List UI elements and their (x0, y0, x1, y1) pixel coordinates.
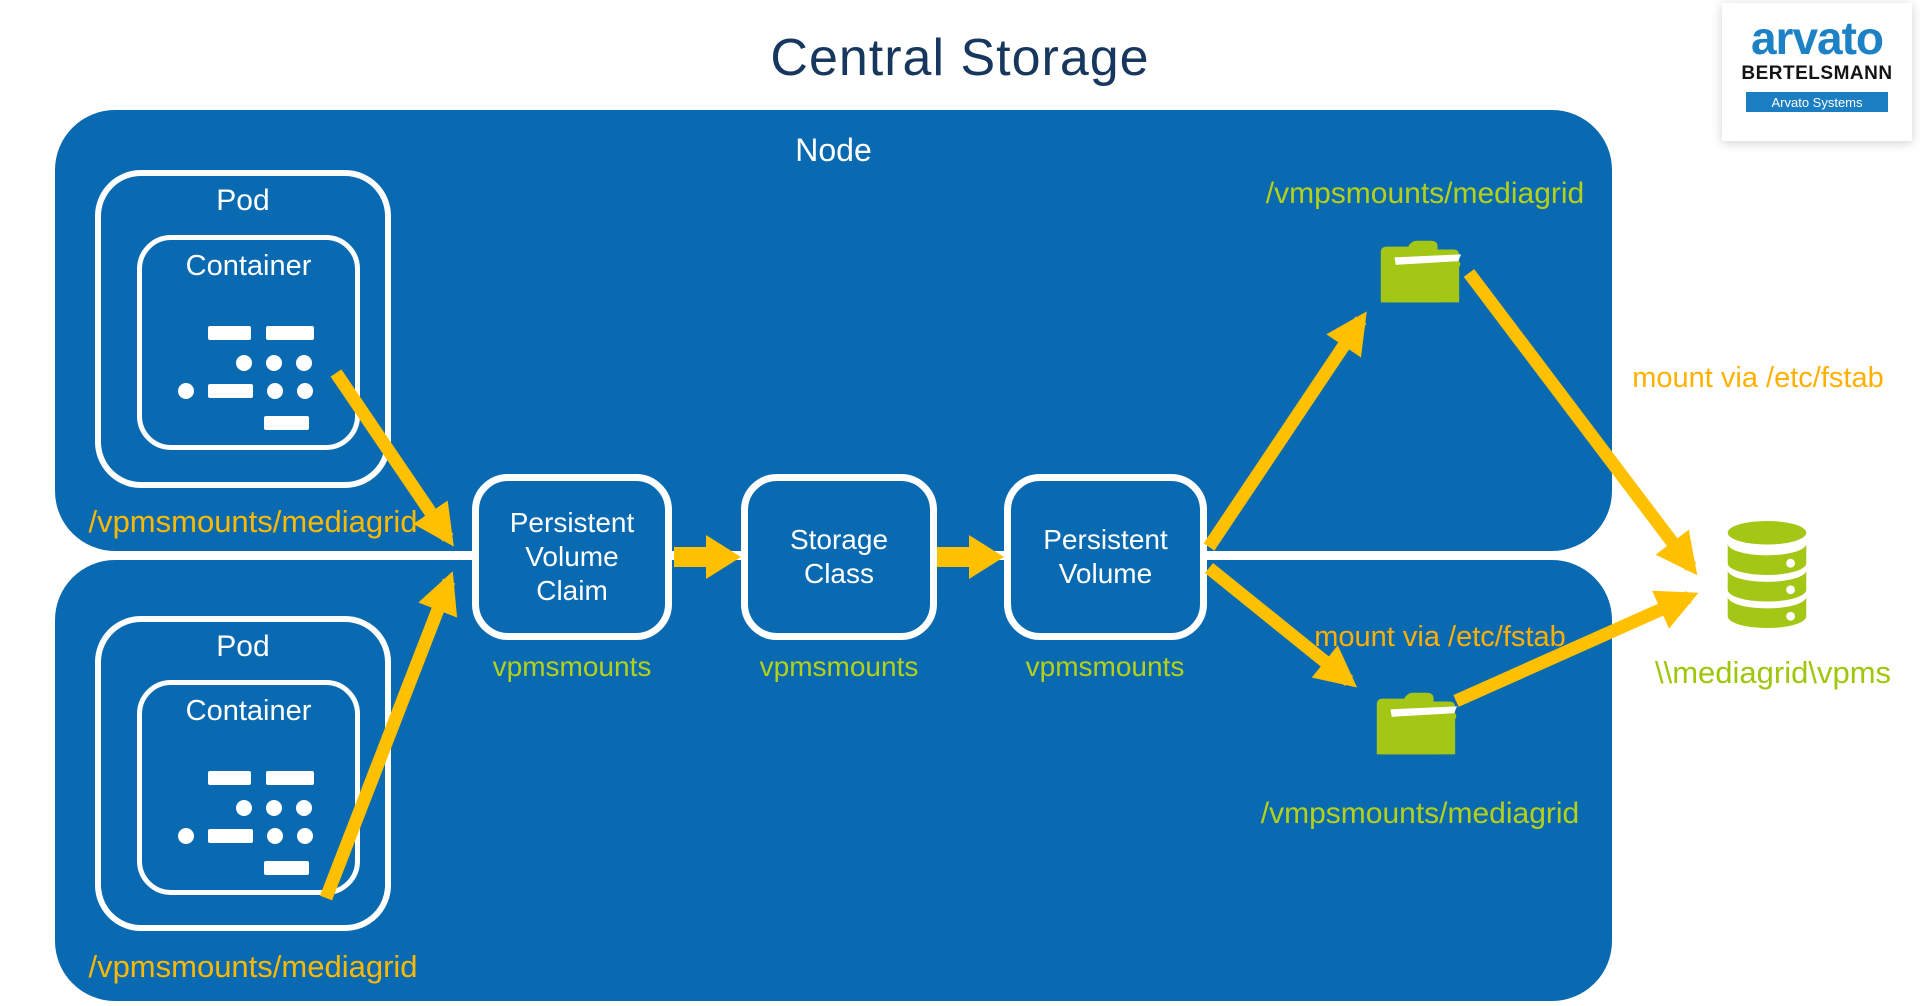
page-title: Central Storage (770, 29, 1150, 87)
container-bottom-label: Container (185, 695, 312, 727)
container-top: Container (137, 235, 360, 450)
pod-bottom-mount-path: /vpmsmounts/mediagrid (88, 949, 418, 984)
top-fstab-label: mount via /etc/fstab (1632, 362, 1884, 394)
arvato-wordmark: arvato (1750, 12, 1884, 64)
bottom-folder-mount-path: /vmpsmounts/mediagrid (1260, 797, 1580, 830)
storage-class-name: vpmsmounts (759, 651, 919, 682)
arvato-systems-label: Arvato Systems (1771, 94, 1863, 110)
arvato-systems-bar: Arvato Systems (1746, 92, 1888, 112)
pod-top-label: Pod (216, 184, 270, 217)
container-code-icon (178, 326, 314, 430)
folder-icon (1376, 692, 1458, 755)
bottom-fstab-label: mount via /etc/fstab (1314, 621, 1566, 653)
storage-share-path: \\mediagrid\vpms (1654, 655, 1892, 690)
pod-bottom-label: Pod (216, 630, 270, 663)
pvc-volume-name: vpmsmounts (492, 651, 652, 682)
pv-volume-name: vpmsmounts (1025, 651, 1185, 682)
database-icon (1727, 520, 1807, 629)
persistent-volume-claim-box: Persistent Volume Claim (472, 474, 672, 640)
storage-class-box: Storage Class (741, 474, 937, 640)
persistent-volume-box: Persistent Volume (1004, 474, 1207, 640)
top-folder-mount-path: /vmpsmounts/mediagrid (1265, 177, 1585, 210)
pod-top: Pod (95, 170, 391, 488)
pod-top-mount-path: /vpmsmounts/mediagrid (88, 504, 418, 539)
container-top-label: Container (185, 250, 312, 282)
folder-icon (1380, 240, 1462, 303)
container-code-icon (178, 771, 314, 875)
arvato-logo: arvato BERTELSMANN Arvato Systems (1722, 3, 1912, 141)
node-label: Node (795, 132, 872, 168)
bertelsmann-wordmark: BERTELSMANN (1741, 63, 1893, 84)
